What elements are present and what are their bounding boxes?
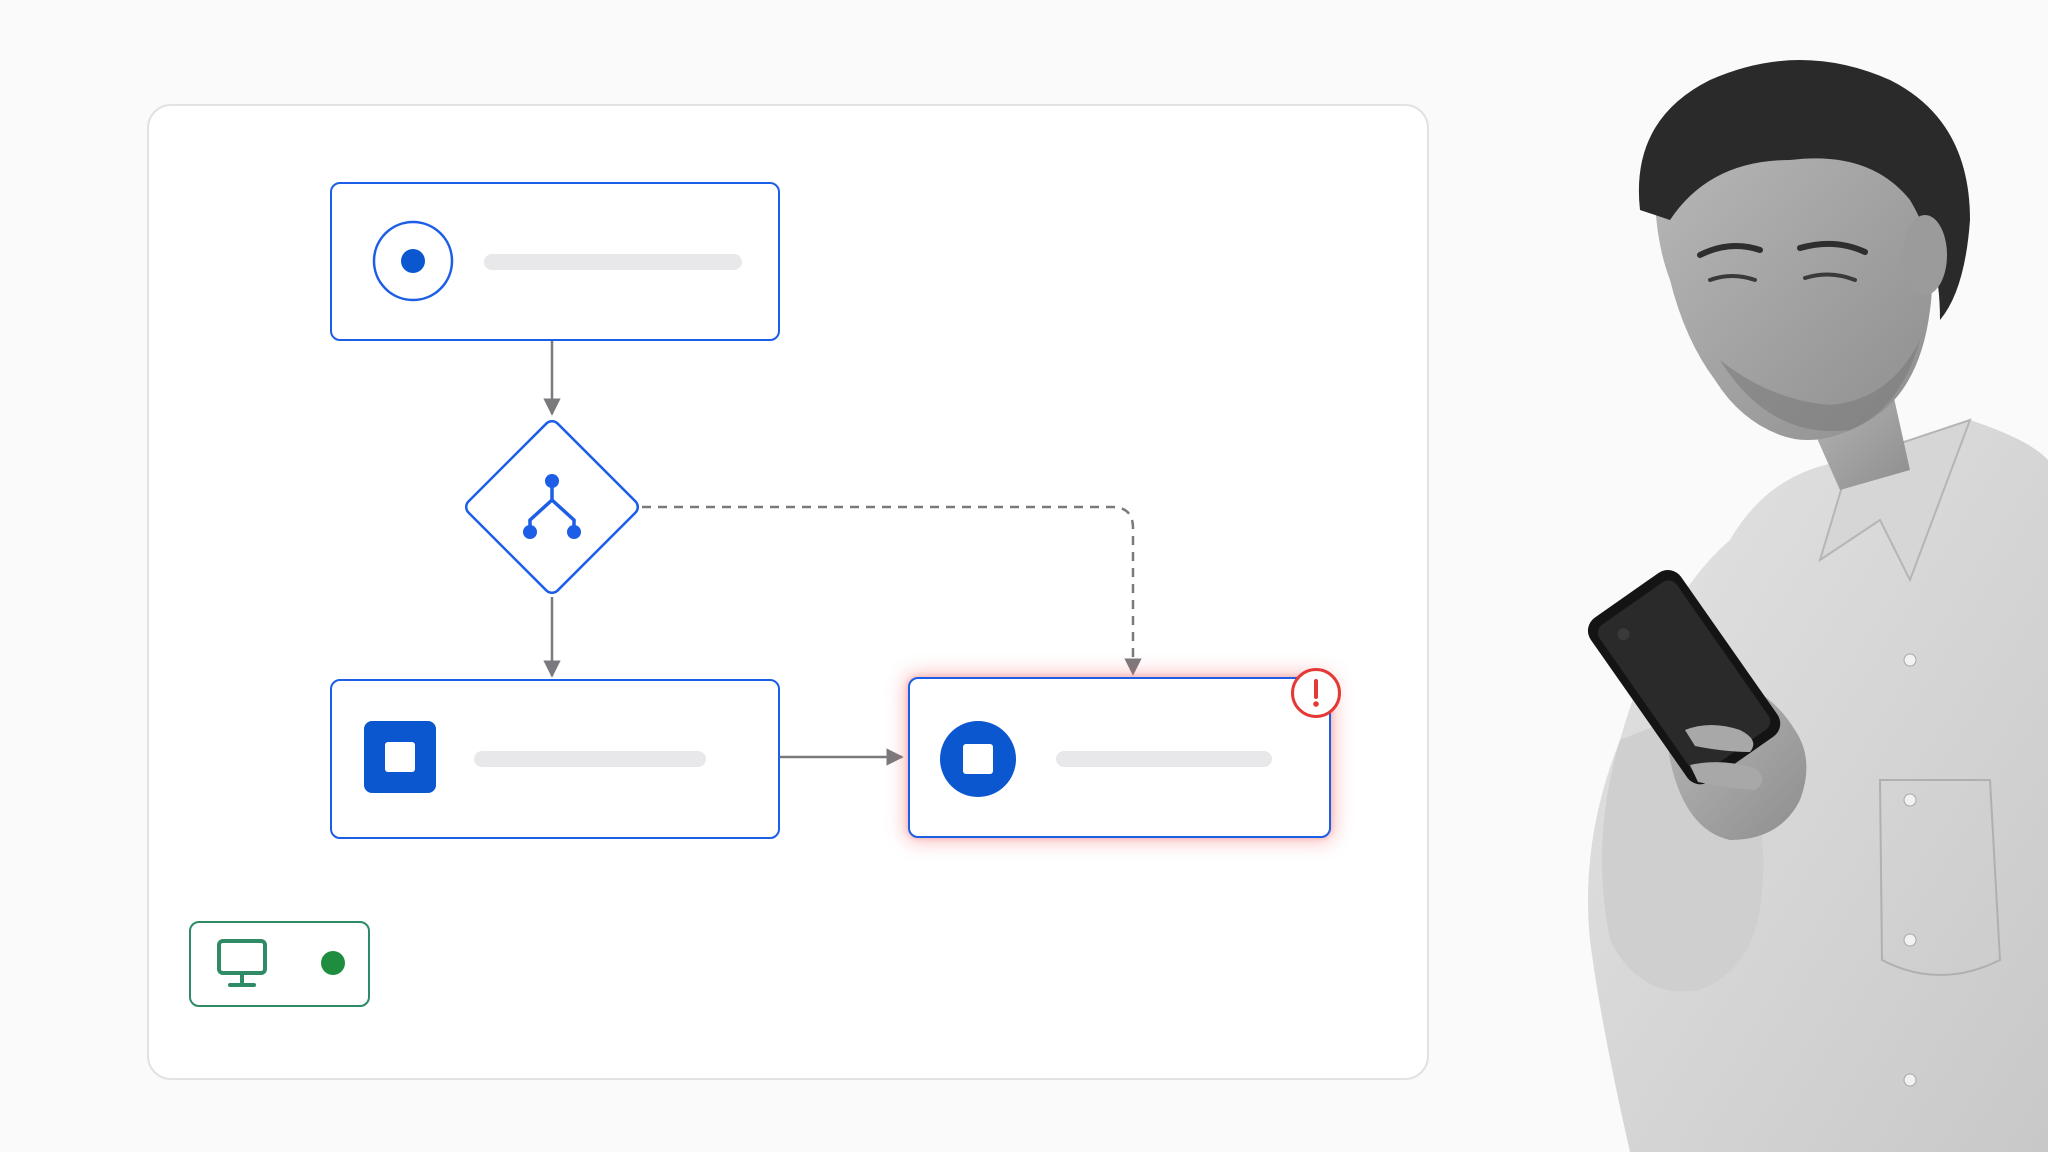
stop-square-icon [364, 721, 436, 793]
online-status-dot [321, 951, 345, 975]
person-photo [1587, 60, 2048, 1152]
branch-fork-icon [523, 474, 581, 539]
start-node-label-placeholder [484, 254, 742, 270]
stop-circle-icon [940, 721, 1016, 797]
start-node[interactable] [330, 182, 780, 341]
error-badge[interactable] [1291, 668, 1341, 718]
exclamation-icon [1313, 679, 1319, 707]
task-node-label-placeholder [474, 751, 706, 767]
task-node[interactable] [330, 679, 780, 839]
failed-node[interactable] [908, 677, 1331, 838]
edge-branch-to-failed-dashed [642, 505, 1142, 676]
radio-target-icon [372, 220, 454, 302]
failed-node-label-placeholder [1056, 751, 1272, 767]
monitor-icon [217, 939, 267, 987]
agent-status-chip[interactable] [189, 921, 370, 1007]
